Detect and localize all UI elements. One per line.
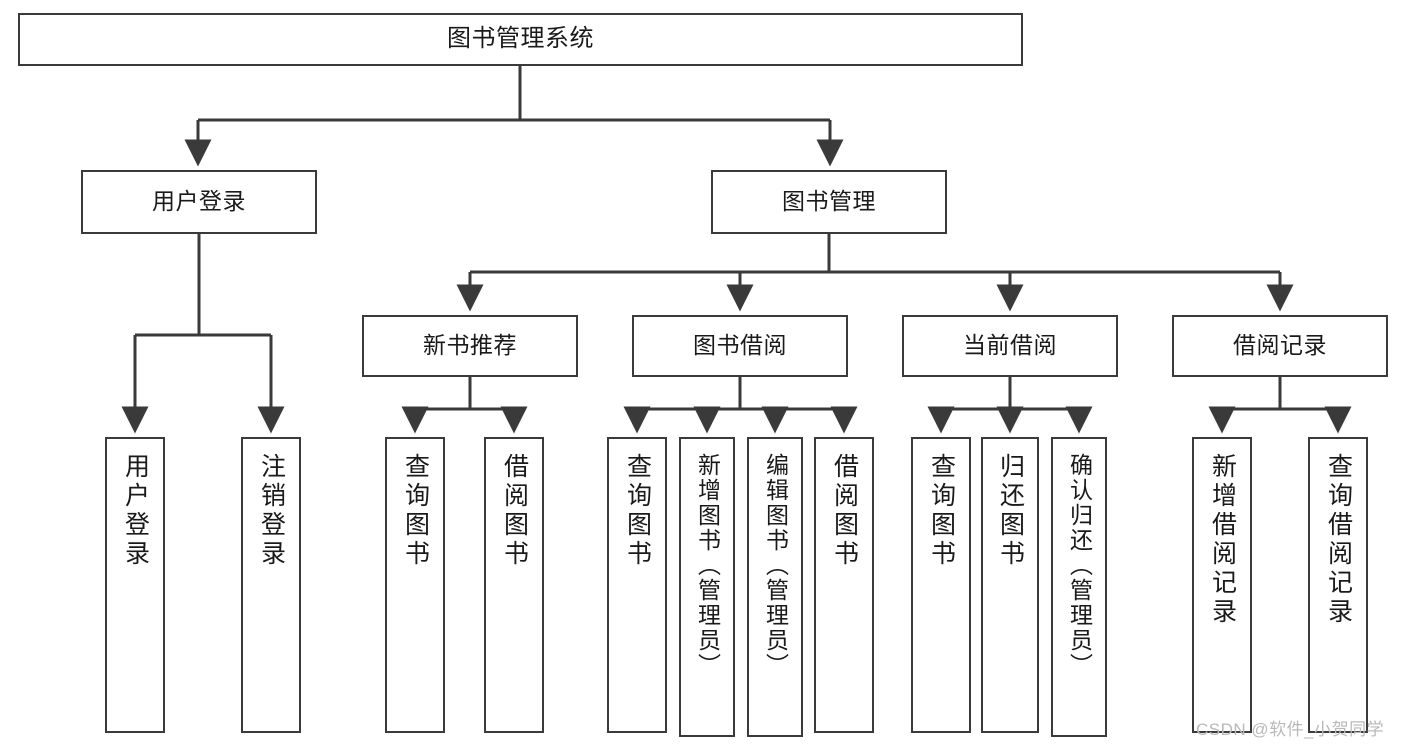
node-leaf-logout[interactable]: 注销登录	[241, 437, 301, 733]
node-leaf-query-book-2[interactable]: 查询图书	[607, 437, 667, 733]
node-root[interactable]: 图书管理系统	[18, 13, 1023, 66]
node-borrow-record-label: 借阅记录	[1233, 332, 1327, 359]
node-leaf-user-login[interactable]: 用户登录	[105, 437, 165, 733]
node-leaf-query-book-1[interactable]: 查询图书	[385, 437, 445, 733]
node-borrow-record[interactable]: 借阅记录	[1172, 315, 1388, 377]
node-leaf-query-record-label: 查询借阅记录	[1324, 453, 1353, 627]
node-leaf-add-book-label: 新增图书（管理员）	[694, 453, 721, 678]
node-leaf-query-book-3-label: 查询图书	[927, 453, 956, 569]
node-book-borrow[interactable]: 图书借阅	[632, 315, 848, 377]
node-leaf-query-book-2-label: 查询图书	[623, 453, 652, 569]
node-leaf-borrow-book-2[interactable]: 借阅图书	[814, 437, 874, 733]
node-book-manage-label: 图书管理	[782, 188, 876, 215]
node-leaf-borrow-book-1-label: 借阅图书	[500, 453, 529, 569]
node-leaf-return-book[interactable]: 归还图书	[981, 437, 1039, 733]
node-leaf-edit-book[interactable]: 编辑图书（管理员）	[747, 437, 803, 737]
csdn-watermark: CSDN @软件_小贺同学	[1196, 720, 1385, 739]
node-current-borrow-label: 当前借阅	[963, 332, 1057, 359]
node-book-borrow-label: 图书借阅	[693, 332, 787, 359]
node-new-book-recommend[interactable]: 新书推荐	[362, 315, 578, 377]
node-current-borrow[interactable]: 当前借阅	[902, 315, 1118, 377]
node-new-book-recommend-label: 新书推荐	[423, 332, 517, 359]
node-leaf-edit-book-label: 编辑图书（管理员）	[762, 453, 789, 678]
node-leaf-return-book-label: 归还图书	[996, 453, 1025, 569]
node-leaf-query-book-1-label: 查询图书	[401, 453, 430, 569]
node-leaf-borrow-book-1[interactable]: 借阅图书	[484, 437, 544, 733]
node-root-label: 图书管理系统	[447, 25, 594, 53]
node-leaf-confirm-return[interactable]: 确认归还（管理员）	[1051, 437, 1107, 737]
node-leaf-user-login-label: 用户登录	[121, 453, 150, 569]
node-leaf-add-book[interactable]: 新增图书（管理员）	[679, 437, 735, 737]
node-user-login-label: 用户登录	[152, 188, 246, 215]
node-leaf-query-record[interactable]: 查询借阅记录	[1308, 437, 1368, 733]
node-user-login[interactable]: 用户登录	[81, 170, 317, 234]
node-leaf-add-record[interactable]: 新增借阅记录	[1192, 437, 1252, 733]
node-leaf-borrow-book-2-label: 借阅图书	[830, 453, 859, 569]
node-leaf-confirm-return-label: 确认归还（管理员）	[1066, 453, 1093, 678]
node-book-manage[interactable]: 图书管理	[711, 170, 947, 234]
node-leaf-query-book-3[interactable]: 查询图书	[911, 437, 971, 733]
node-leaf-add-record-label: 新增借阅记录	[1208, 453, 1237, 627]
node-leaf-logout-label: 注销登录	[257, 453, 286, 569]
